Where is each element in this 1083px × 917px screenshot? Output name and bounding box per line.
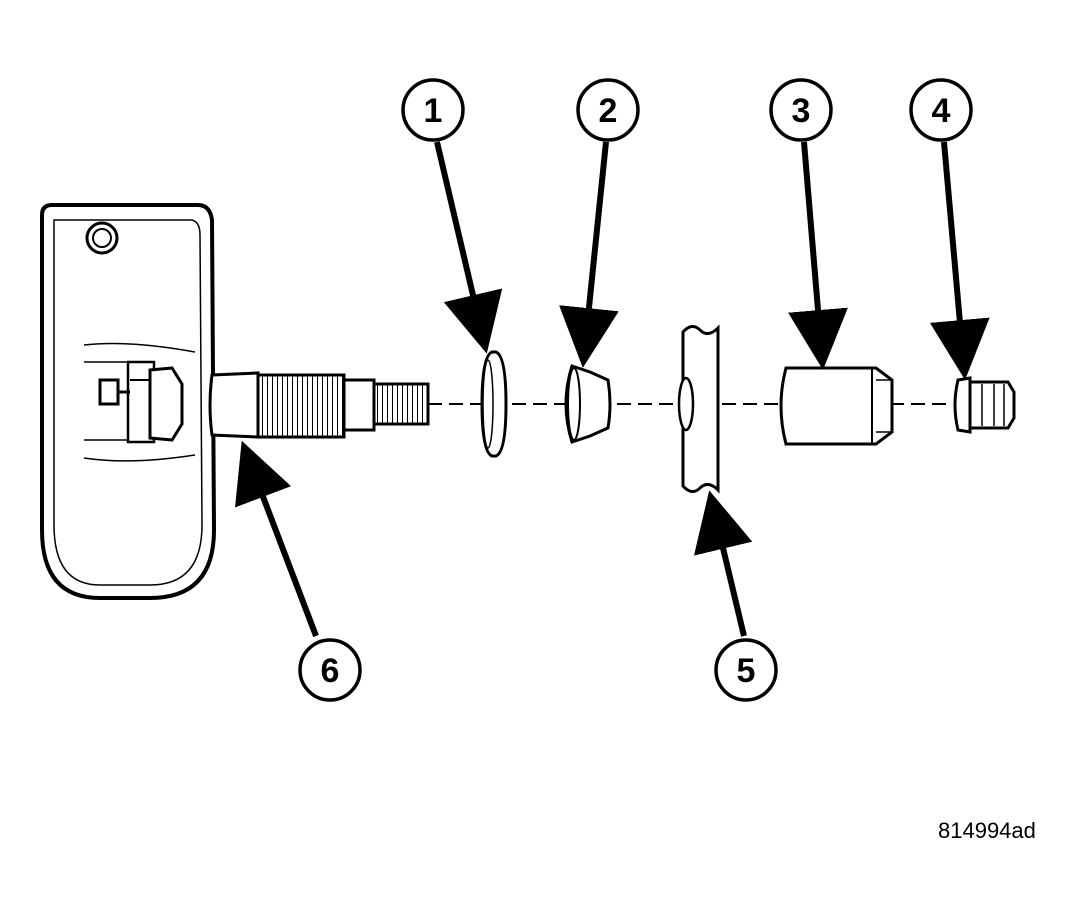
leader-arrow-3 bbox=[788, 141, 848, 370]
callout-1: 1 bbox=[401, 78, 465, 142]
valve-stem bbox=[208, 371, 430, 439]
callout-5-label: 5 bbox=[737, 652, 756, 690]
callout-3-label: 3 bbox=[792, 92, 811, 130]
leader-arrows bbox=[235, 141, 990, 638]
callout-5: 5 bbox=[714, 638, 778, 702]
part-4-valve-cap bbox=[953, 376, 1016, 434]
callout-2-label: 2 bbox=[599, 92, 618, 130]
leader-arrow-2 bbox=[559, 141, 619, 368]
leader-arrow-6 bbox=[235, 440, 319, 638]
figure-id: 814994ad bbox=[938, 818, 1036, 843]
part-3-nut bbox=[779, 366, 894, 446]
callout-3: 3 bbox=[769, 78, 833, 142]
callout-6-label: 6 bbox=[321, 652, 340, 690]
callout-4: 4 bbox=[909, 78, 973, 142]
callout-1-label: 1 bbox=[424, 92, 443, 130]
part-2-grommet bbox=[564, 364, 612, 444]
leader-arrow-4 bbox=[929, 141, 990, 380]
callout-2: 2 bbox=[576, 78, 640, 142]
part-5-wheel-rim bbox=[677, 324, 720, 494]
leader-arrow-5 bbox=[693, 490, 753, 637]
callout-6: 6 bbox=[298, 638, 362, 702]
callout-4-label: 4 bbox=[932, 92, 951, 130]
part-1-washer bbox=[480, 350, 508, 458]
sensor-body bbox=[40, 203, 217, 600]
leader-arrow-1 bbox=[434, 141, 503, 354]
